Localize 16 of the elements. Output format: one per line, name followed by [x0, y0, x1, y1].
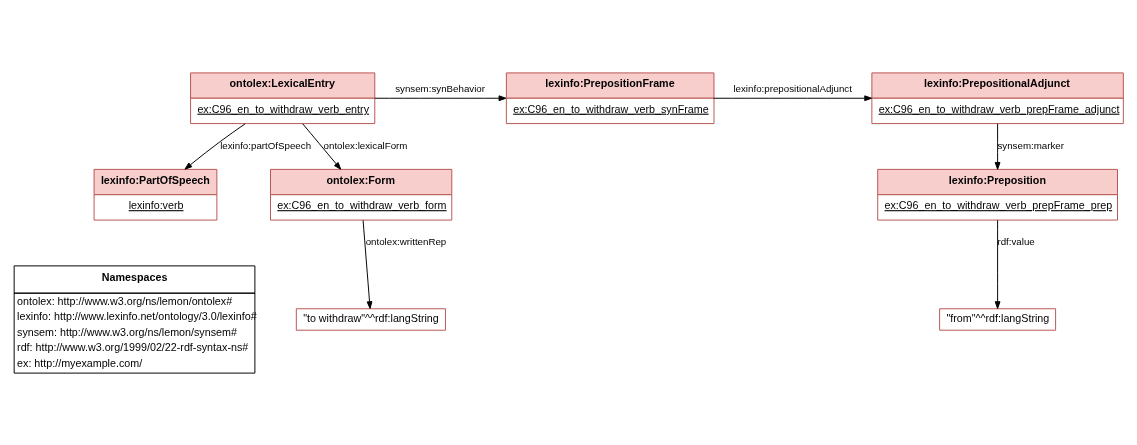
edge-label: ontolex:writtenRep	[365, 235, 447, 247]
arrow	[994, 122, 1001, 170]
edge-label: lexinfo:partOfSpeech	[220, 139, 312, 151]
edge-label: synsem:marker	[997, 139, 1065, 151]
arrow	[302, 122, 342, 170]
node-box: "from"^^rdf:langString	[939, 307, 1057, 331]
arrow	[374, 94, 507, 101]
node-box: "to withdraw"^^rdf:langString	[295, 307, 446, 331]
arrow	[184, 122, 246, 170]
edge-label: rdf:value	[997, 235, 1035, 247]
edge-label: lexinfo:prepositionalAdjunct	[733, 82, 852, 94]
arrow	[713, 94, 873, 101]
edge-label: ontolex:lexicalForm	[323, 139, 408, 151]
edge-label: synsem:synBehavior	[395, 82, 485, 94]
arrow	[362, 219, 373, 309]
arrow	[994, 219, 1001, 309]
